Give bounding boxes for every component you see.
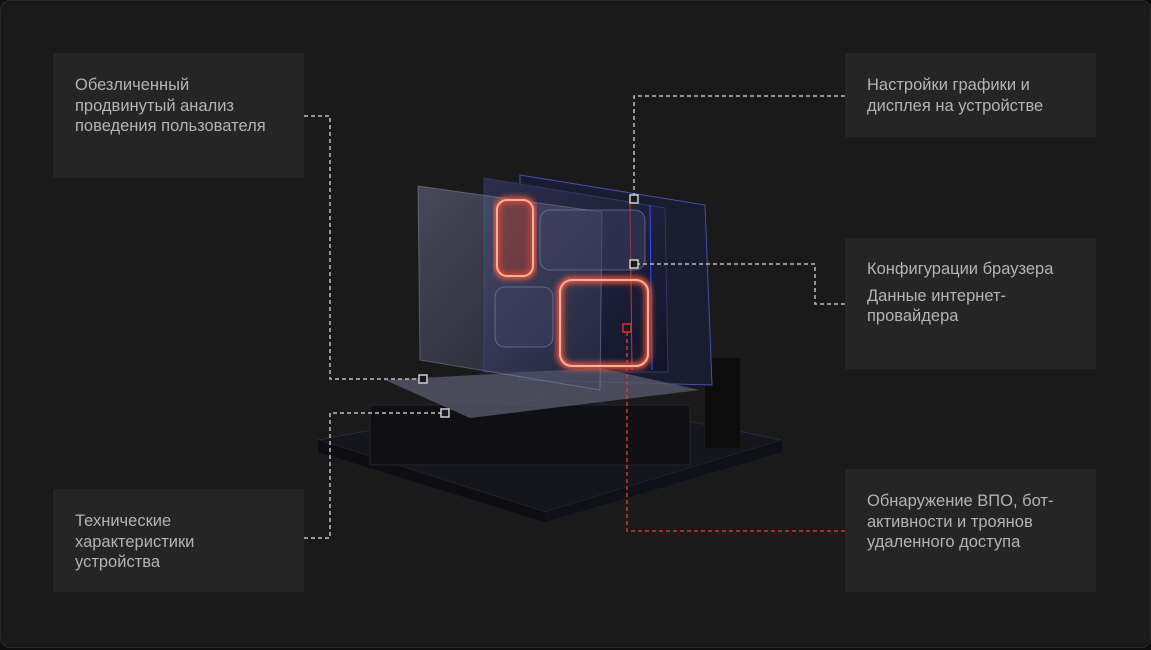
marker-icon	[629, 259, 639, 269]
label-text: Обнаружение ВПО, бот-активности и трояно…	[867, 492, 1054, 551]
label-device-specs: Технические характеристики устройства	[53, 489, 304, 592]
marker-icon	[440, 408, 450, 418]
connector-malware	[626, 331, 845, 532]
marker-icon	[418, 374, 428, 384]
label-user-behavior: Обезличенный продвинутый анализ поведени…	[53, 53, 304, 178]
alert-marker-icon	[622, 323, 632, 333]
label-text: Технические характеристики устройства	[75, 512, 195, 571]
label-text: Настройки графики и дисплея на устройств…	[867, 76, 1044, 115]
label-text: Обезличенный продвинутый анализ поведени…	[75, 76, 266, 135]
connector-device-specs	[304, 412, 442, 539]
label-text: Данные интернет-провайдера	[867, 286, 1007, 326]
connector-browser	[637, 263, 845, 305]
keyboard-deck	[385, 368, 700, 418]
label-malware-detection: Обнаружение ВПО, бот-активности и трояно…	[845, 469, 1096, 592]
label-browser-isp: Конфигурации браузера Данные интернет-пр…	[845, 238, 1096, 369]
label-graphics-settings: Настройки графики и дисплея на устройств…	[845, 53, 1096, 137]
glowing-windows-icon	[494, 197, 651, 369]
connector-user-behavior	[304, 115, 420, 380]
marker-icon	[629, 194, 639, 204]
connector-graphics	[633, 95, 845, 196]
label-text: Конфигурации браузера	[867, 260, 1054, 278]
